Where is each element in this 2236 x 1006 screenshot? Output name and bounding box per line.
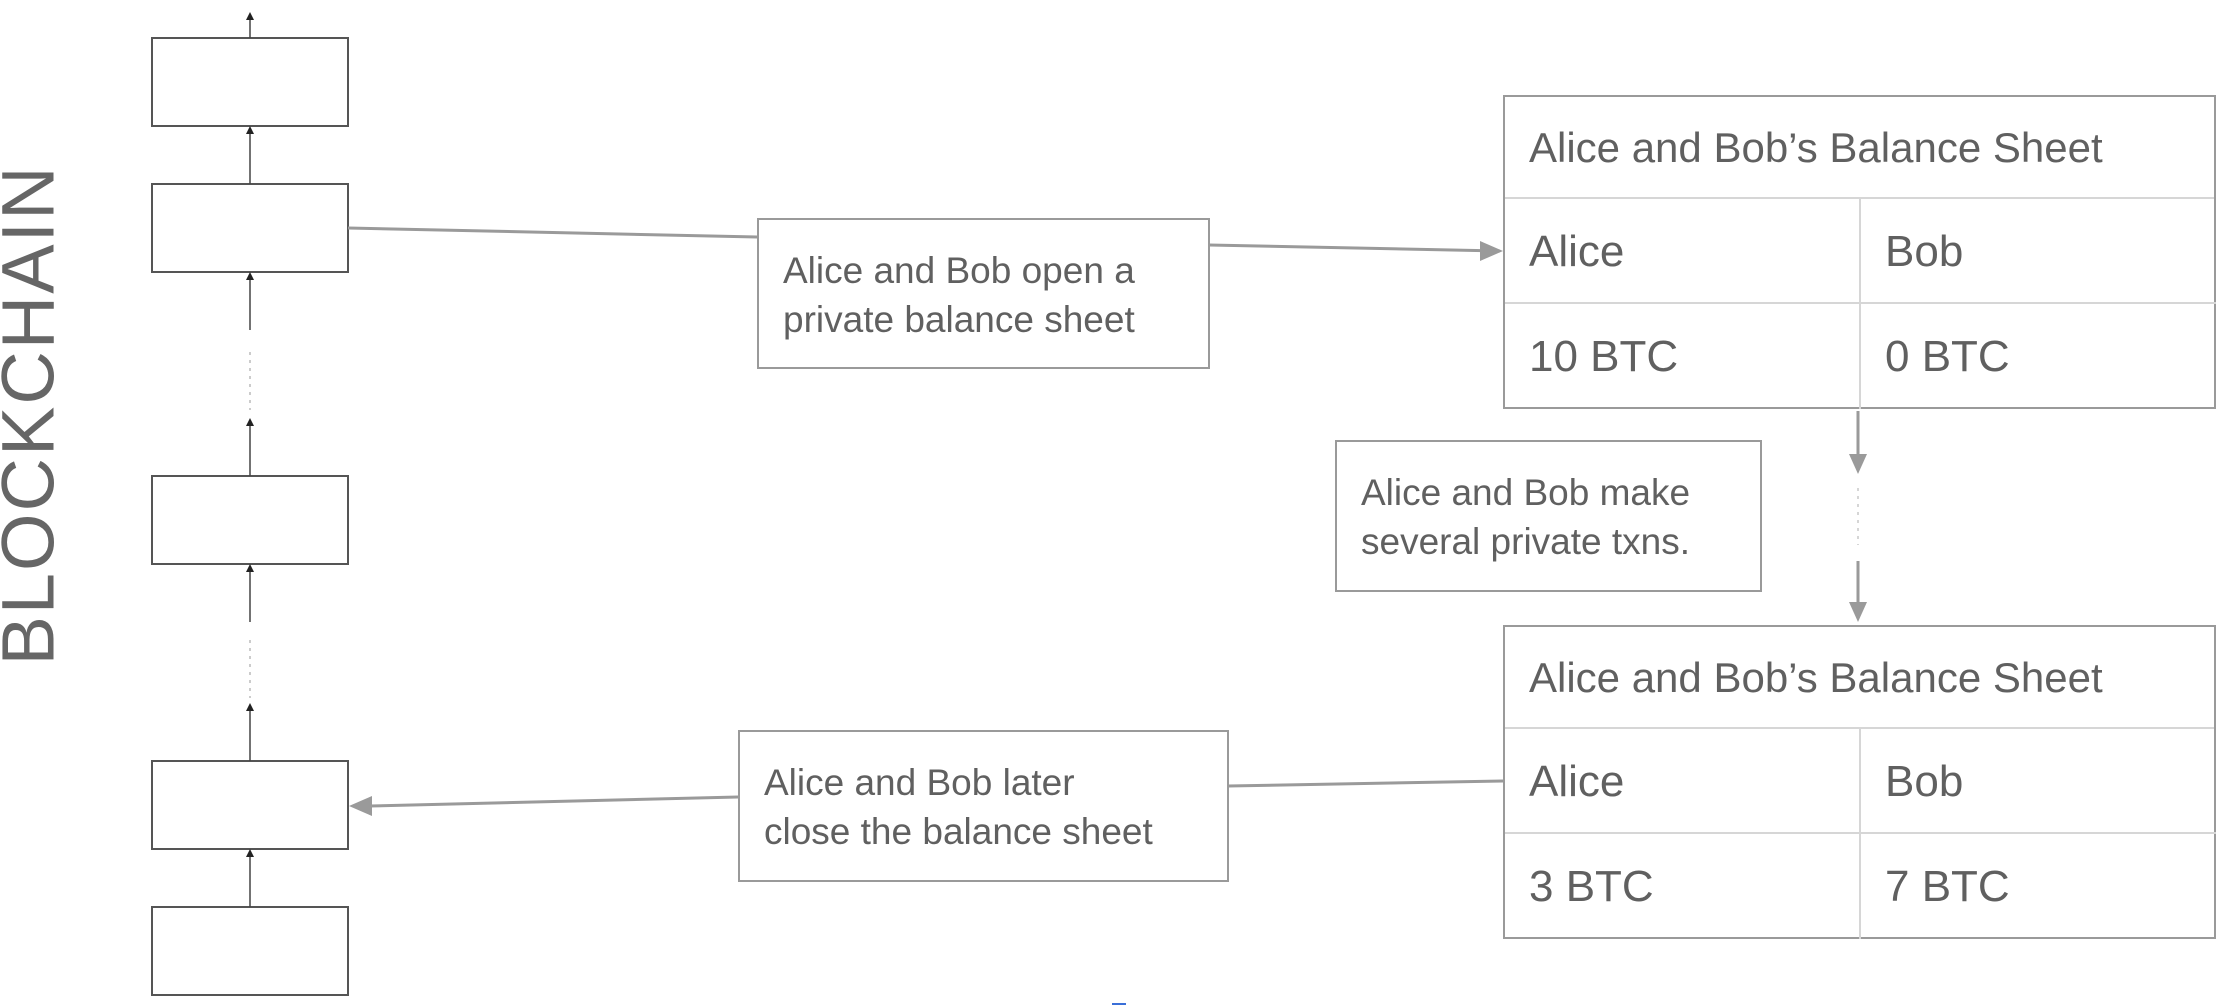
balance-sheet-title: Alice and Bob’s Balance Sheet bbox=[1505, 627, 2214, 729]
open-connector-right bbox=[1208, 243, 1501, 253]
close-arrowhead bbox=[349, 796, 372, 816]
chain-block-4 bbox=[151, 760, 349, 850]
balance-alice: 10 BTC bbox=[1505, 304, 1861, 409]
open-arrowhead bbox=[1480, 241, 1503, 261]
balance-bob: 0 BTC bbox=[1885, 332, 2010, 381]
open-note-line-1: Alice and Bob open a bbox=[783, 250, 1135, 291]
chain-block-3 bbox=[151, 475, 349, 565]
blockchain-label-text: BLOCKCHAIN bbox=[0, 164, 70, 666]
open-connector-left bbox=[347, 226, 758, 239]
header-alice: Alice bbox=[1505, 199, 1861, 304]
transact-note: Alice and Bob make several private txns. bbox=[1335, 440, 1762, 592]
close-note-line-2: close the balance sheet bbox=[764, 811, 1153, 852]
transact-note-line-2: several private txns. bbox=[1361, 521, 1691, 562]
close-note-line-1: Alice and Bob later bbox=[764, 762, 1075, 803]
chain-block-1 bbox=[151, 37, 349, 127]
balance-alice: 3 BTC bbox=[1505, 834, 1861, 939]
header-bob: Bob bbox=[1861, 729, 2216, 834]
chain-block-2 bbox=[151, 183, 349, 273]
transact-note-line-1: Alice and Bob make bbox=[1361, 472, 1691, 513]
chain-block-5 bbox=[151, 906, 349, 996]
balance-sheet-opening: Alice and Bob’s Balance Sheet Alice Bob … bbox=[1503, 95, 2216, 409]
header-alice: Alice bbox=[1505, 729, 1861, 834]
header-bob: Bob bbox=[1861, 199, 2216, 304]
chain-links bbox=[246, 12, 254, 907]
close-note: Alice and Bob later close the balance sh… bbox=[738, 730, 1229, 882]
transact-arrowhead-top bbox=[1849, 454, 1867, 474]
open-note: Alice and Bob open a private balance she… bbox=[757, 218, 1210, 369]
close-connector-left bbox=[369, 795, 739, 808]
balance-bob: 7 BTC bbox=[1885, 862, 2010, 911]
balance-sheet-closing: Alice and Bob’s Balance Sheet Alice Bob … bbox=[1503, 625, 2216, 939]
balance-sheet-title: Alice and Bob’s Balance Sheet bbox=[1505, 97, 2214, 199]
close-connector-right bbox=[1227, 779, 1504, 788]
open-note-line-2: private balance sheet bbox=[783, 299, 1135, 340]
transact-arrowhead-bottom bbox=[1849, 602, 1867, 622]
